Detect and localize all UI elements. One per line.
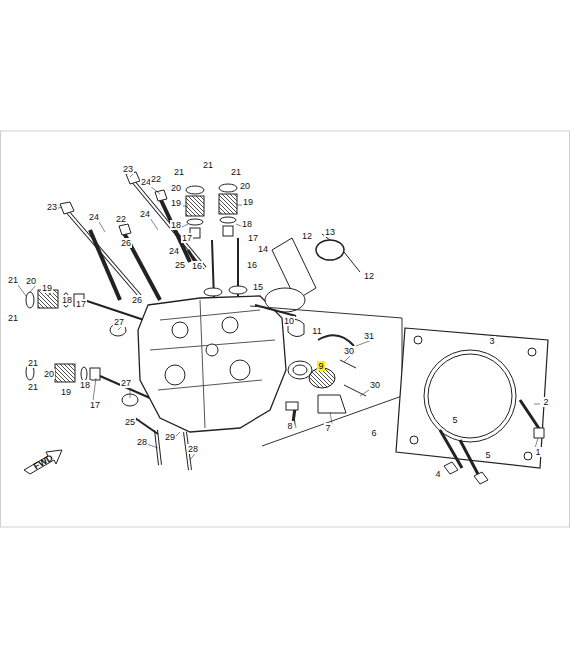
callout-number: 19	[60, 387, 72, 397]
callout-number: 19	[242, 197, 254, 207]
callout-number: 25	[124, 417, 136, 427]
direction-label: FWD	[31, 452, 55, 472]
callout-number: 7	[324, 423, 331, 433]
callout-number: 16	[246, 260, 258, 270]
callout-number: 22	[115, 214, 127, 224]
callout-number: 24	[139, 209, 151, 219]
callout-number: 13	[324, 227, 336, 237]
callout-number: 3	[488, 336, 495, 346]
callout-number: 17	[247, 233, 259, 243]
callout-number: 17	[181, 233, 193, 243]
callout-number: 14	[257, 244, 269, 254]
callout-number: 24	[168, 246, 180, 256]
callout-number: 21	[27, 382, 39, 392]
callout-number: 4	[434, 469, 441, 479]
callout-number: 18	[79, 380, 91, 390]
callout-number: 23	[122, 164, 134, 174]
callout-number: 21	[7, 275, 19, 285]
callout-number: 25	[174, 260, 186, 270]
callout-number: 10	[283, 316, 295, 326]
callout-number: 30	[343, 346, 355, 356]
callout-number: 8	[286, 421, 293, 431]
callout-number: 31	[363, 331, 375, 341]
callout-number: 11	[311, 326, 322, 336]
callout-number: 21	[7, 313, 19, 323]
callout-number: 18	[170, 220, 182, 230]
callout-number: 20	[43, 369, 55, 379]
callout-number: 19	[41, 283, 53, 293]
callout-number: 23	[46, 202, 58, 212]
callout-number: 9	[317, 361, 324, 371]
callout-number: 17	[75, 299, 87, 309]
callout-number: 15	[252, 282, 264, 292]
callout-number: 21	[27, 358, 39, 368]
callout-number: 18	[61, 295, 73, 305]
callout-number: 6	[370, 428, 377, 438]
callout-number: 30	[369, 380, 381, 390]
callout-number: 1	[534, 447, 541, 457]
callout-number: 28	[136, 437, 148, 447]
callout-number: 20	[25, 276, 37, 286]
callout-number: 19	[170, 198, 182, 208]
callout-number: 21	[202, 160, 214, 170]
callout-number: 5	[451, 415, 458, 425]
callout-number: 29	[164, 432, 176, 442]
callout-number: 26	[131, 295, 143, 305]
callout-number: 24	[88, 212, 100, 222]
callout-number: 21	[230, 167, 242, 177]
callout-number: 18	[241, 219, 253, 229]
callout-number: 22	[150, 174, 162, 184]
callout-number: 20	[239, 181, 251, 191]
callout-number: 16	[191, 261, 203, 271]
callout-number: 2	[542, 397, 549, 407]
callout-number: 26	[120, 238, 132, 248]
callout-number: 12	[301, 231, 313, 241]
callout-number: 27	[113, 317, 125, 327]
callout-number: 5	[484, 450, 491, 460]
callout-number: 21	[173, 167, 185, 177]
callout-number: 27	[120, 378, 132, 388]
callout-number: 12	[363, 271, 375, 281]
callout-number: 28	[187, 444, 199, 454]
callout-number: 17	[89, 400, 101, 410]
callout-number: 20	[170, 183, 182, 193]
